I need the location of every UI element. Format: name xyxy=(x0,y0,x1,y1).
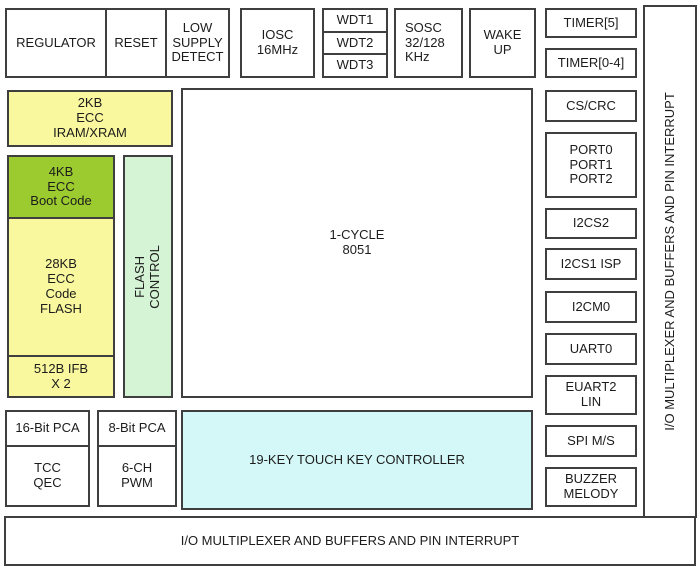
block-wdt3: WDT3 xyxy=(324,53,386,76)
power-group: REGULATOR RESET LOW SUPPLY DETECT xyxy=(5,8,230,78)
block-touch-key-controller: 19-KEY TOUCH KEY CONTROLLER xyxy=(181,410,533,510)
block-i2cs1-isp: I2CS1 ISP xyxy=(545,248,637,280)
pca8-body: 6-CH PWM xyxy=(121,460,153,490)
block-timer0-4: TIMER[0-4] xyxy=(545,48,637,78)
flash-control-label: FLASH CONTROL xyxy=(132,244,162,309)
block-ports: PORT0 PORT1 PORT2 xyxy=(545,132,637,198)
block-iosc: IOSC 16MHz xyxy=(240,8,315,78)
block-sosc: SOSC 32/128 KHz xyxy=(394,8,463,78)
io-mux-right-bar: I/O MULTIPLEXER AND BUFFERS AND PIN INTE… xyxy=(643,5,697,518)
io-mux-bottom-bar: I/O MULTIPLEXER AND BUFFERS AND PIN INTE… xyxy=(4,516,696,566)
pca16-body: TCC QEC xyxy=(33,460,62,490)
block-regulator: REGULATOR xyxy=(16,34,96,50)
block-uart0: UART0 xyxy=(545,333,637,365)
pca16-header: 16-Bit PCA xyxy=(7,412,88,447)
block-boot-code: 4KB ECC Boot Code xyxy=(9,157,113,219)
block-cs-crc: CS/CRC xyxy=(545,90,637,122)
block-reset: RESET xyxy=(105,10,165,76)
block-i2cs2: I2CS2 xyxy=(545,208,637,239)
block-pca16: 16-Bit PCA TCC QEC xyxy=(5,410,90,507)
block-wake-up: WAKE UP xyxy=(469,8,536,78)
block-buzzer-melody: BUZZER MELODY xyxy=(545,467,637,507)
block-pca8: 8-Bit PCA 6-CH PWM xyxy=(97,410,177,507)
block-timer5: TIMER[5] xyxy=(545,8,637,38)
block-flash-control: FLASH CONTROL xyxy=(123,155,173,398)
block-code-flash: 28KB ECC Code FLASH xyxy=(9,219,113,355)
block-i2cm0: I2CM0 xyxy=(545,291,637,323)
block-cpu-8051: 1-CYCLE 8051 xyxy=(181,88,533,398)
block-iram-xram: 2KB ECC IRAM/XRAM xyxy=(7,90,173,147)
io-mux-right-label: I/O MULTIPLEXER AND BUFFERS AND PIN INTE… xyxy=(661,92,677,431)
flash-memory-column: 4KB ECC Boot Code 28KB ECC Code FLASH 51… xyxy=(7,155,115,398)
block-ifb: 512B IFB X 2 xyxy=(9,355,113,396)
wdt-group: WDT1 WDT2 WDT3 xyxy=(322,8,388,78)
block-wdt2: WDT2 xyxy=(324,30,386,54)
block-spi: SPI M/S xyxy=(545,425,637,457)
pca8-header: 8-Bit PCA xyxy=(99,412,175,447)
block-low-supply-detect: LOW SUPPLY DETECT xyxy=(165,10,228,76)
block-euart2-lin: EUART2 LIN xyxy=(545,375,637,415)
block-wdt1: WDT1 xyxy=(336,11,374,27)
